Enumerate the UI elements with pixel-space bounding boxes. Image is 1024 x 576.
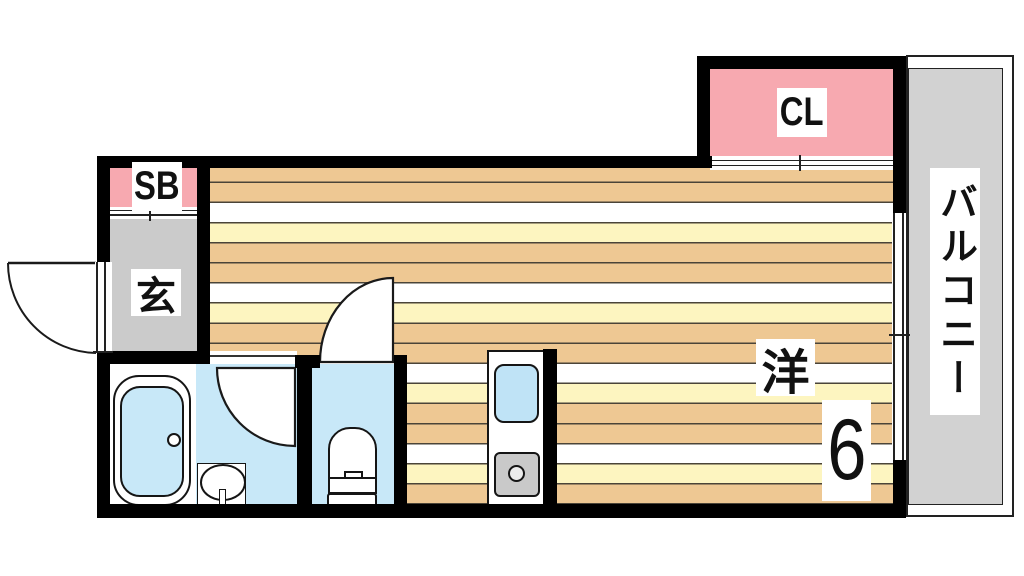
entrance-label-text: 玄 xyxy=(136,274,176,319)
entrance-door-opening xyxy=(95,262,112,353)
balcony-label-text: バルコニー xyxy=(933,181,976,402)
shoe-box-label-text: SB xyxy=(134,164,180,208)
window-line xyxy=(893,213,895,460)
shoe-box-label: SB xyxy=(132,162,182,211)
main-room-label: 洋 xyxy=(756,339,815,400)
wall-toilet-stub xyxy=(295,355,320,368)
wall-top xyxy=(97,156,712,168)
toilet-door-arc xyxy=(318,276,395,364)
wall-bath-toilet xyxy=(297,355,312,504)
main-room-size-label: 6 xyxy=(822,400,871,501)
closet-label-text: CL xyxy=(780,90,824,134)
wall-right-upper xyxy=(893,56,906,213)
wall-toilet-right xyxy=(394,355,407,504)
bathroom-threshold xyxy=(210,355,295,357)
entrance-door-arc xyxy=(7,262,97,354)
entrance-door-tick xyxy=(93,351,113,353)
balcony-window xyxy=(892,213,906,460)
door-jamb xyxy=(104,262,106,353)
door-jamb xyxy=(96,262,98,353)
sliding-door-line xyxy=(110,214,197,216)
main-room-size-text: 6 xyxy=(826,402,867,498)
kitchen-sink-icon xyxy=(494,364,539,423)
sliding-door-tick xyxy=(149,205,151,221)
sliding-door-line xyxy=(710,159,893,162)
wall-right-lower xyxy=(893,460,906,518)
balcony-label: バルコニー xyxy=(930,168,980,415)
sliding-door-tick xyxy=(799,155,801,171)
bathroom-door-arc xyxy=(215,366,297,448)
stove-burner-icon xyxy=(508,465,525,482)
wall-closet-left xyxy=(697,56,710,168)
wall-entrance-bottom xyxy=(97,351,210,364)
wall-left-lower xyxy=(97,353,110,518)
wall-bottom xyxy=(97,504,906,518)
window-line xyxy=(902,213,904,460)
window-tick xyxy=(889,334,910,336)
wall-kitchen-stub xyxy=(543,349,557,504)
main-room-label-text: 洋 xyxy=(761,346,810,400)
wall-entrance-corridor xyxy=(197,156,210,364)
bathtub-drain-icon xyxy=(167,433,181,447)
wall-left-upper xyxy=(97,156,110,262)
toilet-icon xyxy=(328,427,377,483)
closet-label: CL xyxy=(777,88,827,137)
entrance-label: 玄 xyxy=(131,269,181,319)
wall-closet-top xyxy=(697,56,906,69)
closet-sliding-door xyxy=(710,155,893,171)
sliding-door-line xyxy=(710,164,893,167)
